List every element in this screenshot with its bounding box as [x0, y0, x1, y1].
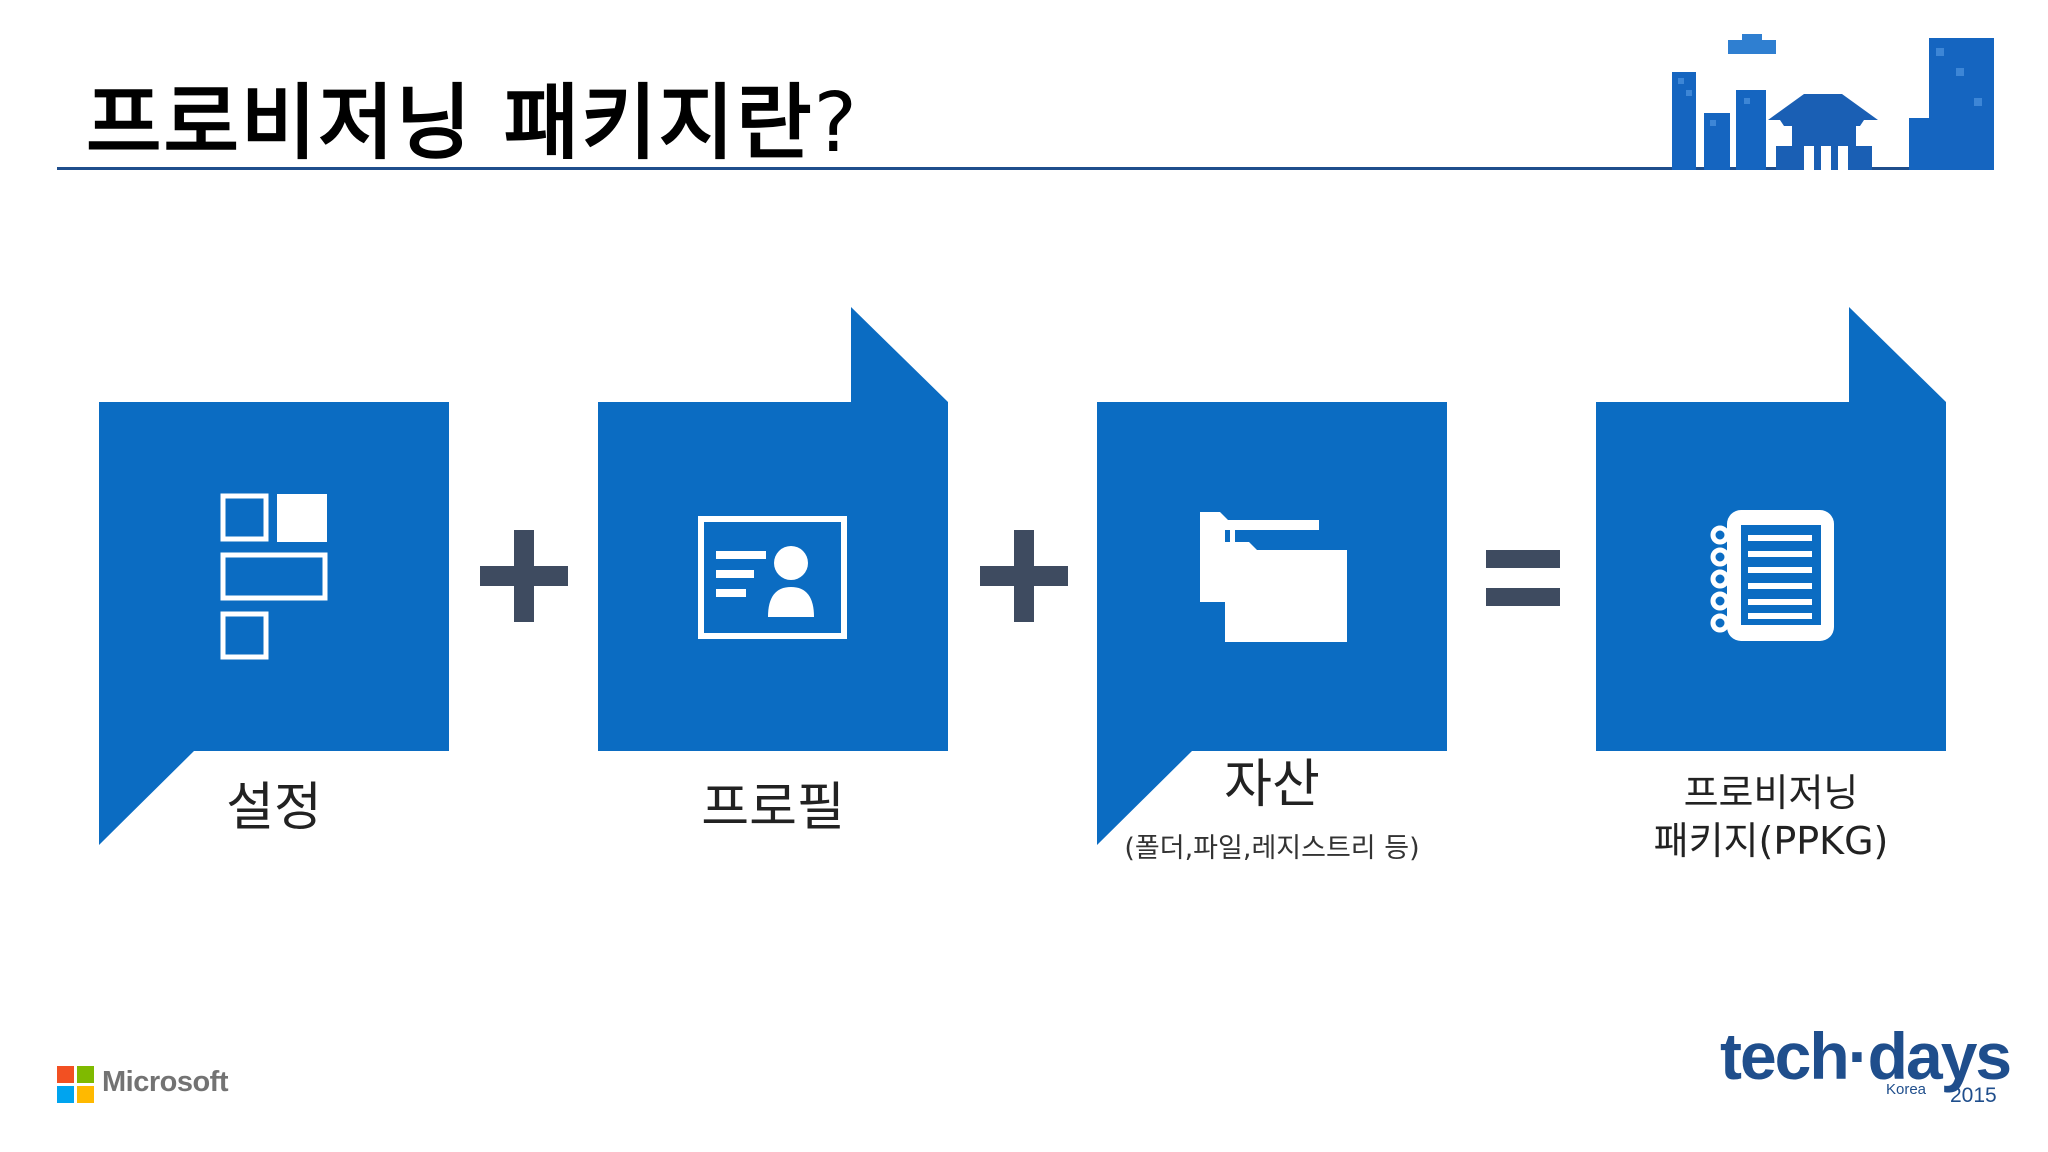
plus-operator-2 [980, 530, 1068, 626]
techdays-year: 2015 [1950, 1084, 1997, 1107]
notebook-icon [1710, 510, 1834, 641]
folders-icon [1200, 512, 1347, 642]
techdays-wordmark: tech·days [1720, 1019, 2012, 1093]
equals-operator [1486, 550, 1560, 610]
title-text: 프로비저닝 패키지란 [86, 76, 814, 171]
plus-operator-1 [480, 530, 568, 626]
assets-tile [1097, 402, 1447, 845]
label-settings: 설정 [226, 778, 322, 838]
microsoft-wordmark: Microsoft [102, 1066, 229, 1098]
slide-title: 프로비저닝 패키지란? [86, 56, 859, 175]
title-question-mark: ? [813, 76, 860, 171]
label-ppkg-line1: 프로비저닝 [1683, 771, 1859, 815]
title-underline [57, 167, 1992, 170]
label-assets: 자산 [1224, 755, 1320, 815]
seoul-skyline-logo [1672, 34, 1994, 170]
profile-card-icon [698, 516, 847, 639]
techdays-region: Korea [1886, 1081, 1927, 1098]
label-assets-detail: (폴더,파일,레지스트리 등) [1124, 833, 1420, 864]
microsoft-logo-icon [57, 1066, 94, 1103]
profile-tile [598, 307, 948, 751]
settings-layout-icon [220, 493, 328, 660]
settings-tile [99, 402, 449, 845]
label-ppkg-line2: 패키지(PPKG) [1653, 819, 1889, 863]
ppkg-tile [1596, 307, 1946, 751]
label-profile: 프로필 [701, 778, 845, 838]
